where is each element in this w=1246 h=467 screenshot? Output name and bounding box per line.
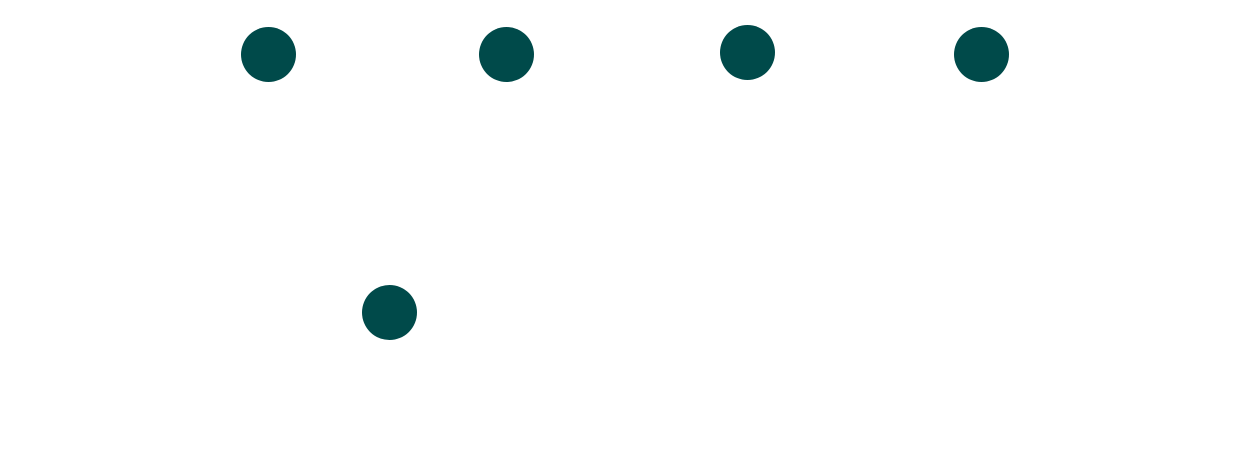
dot-1 — [241, 27, 296, 82]
dot-2 — [479, 27, 534, 82]
dot-5 — [362, 285, 417, 340]
dot-4 — [954, 27, 1009, 82]
dot-3 — [720, 25, 775, 80]
